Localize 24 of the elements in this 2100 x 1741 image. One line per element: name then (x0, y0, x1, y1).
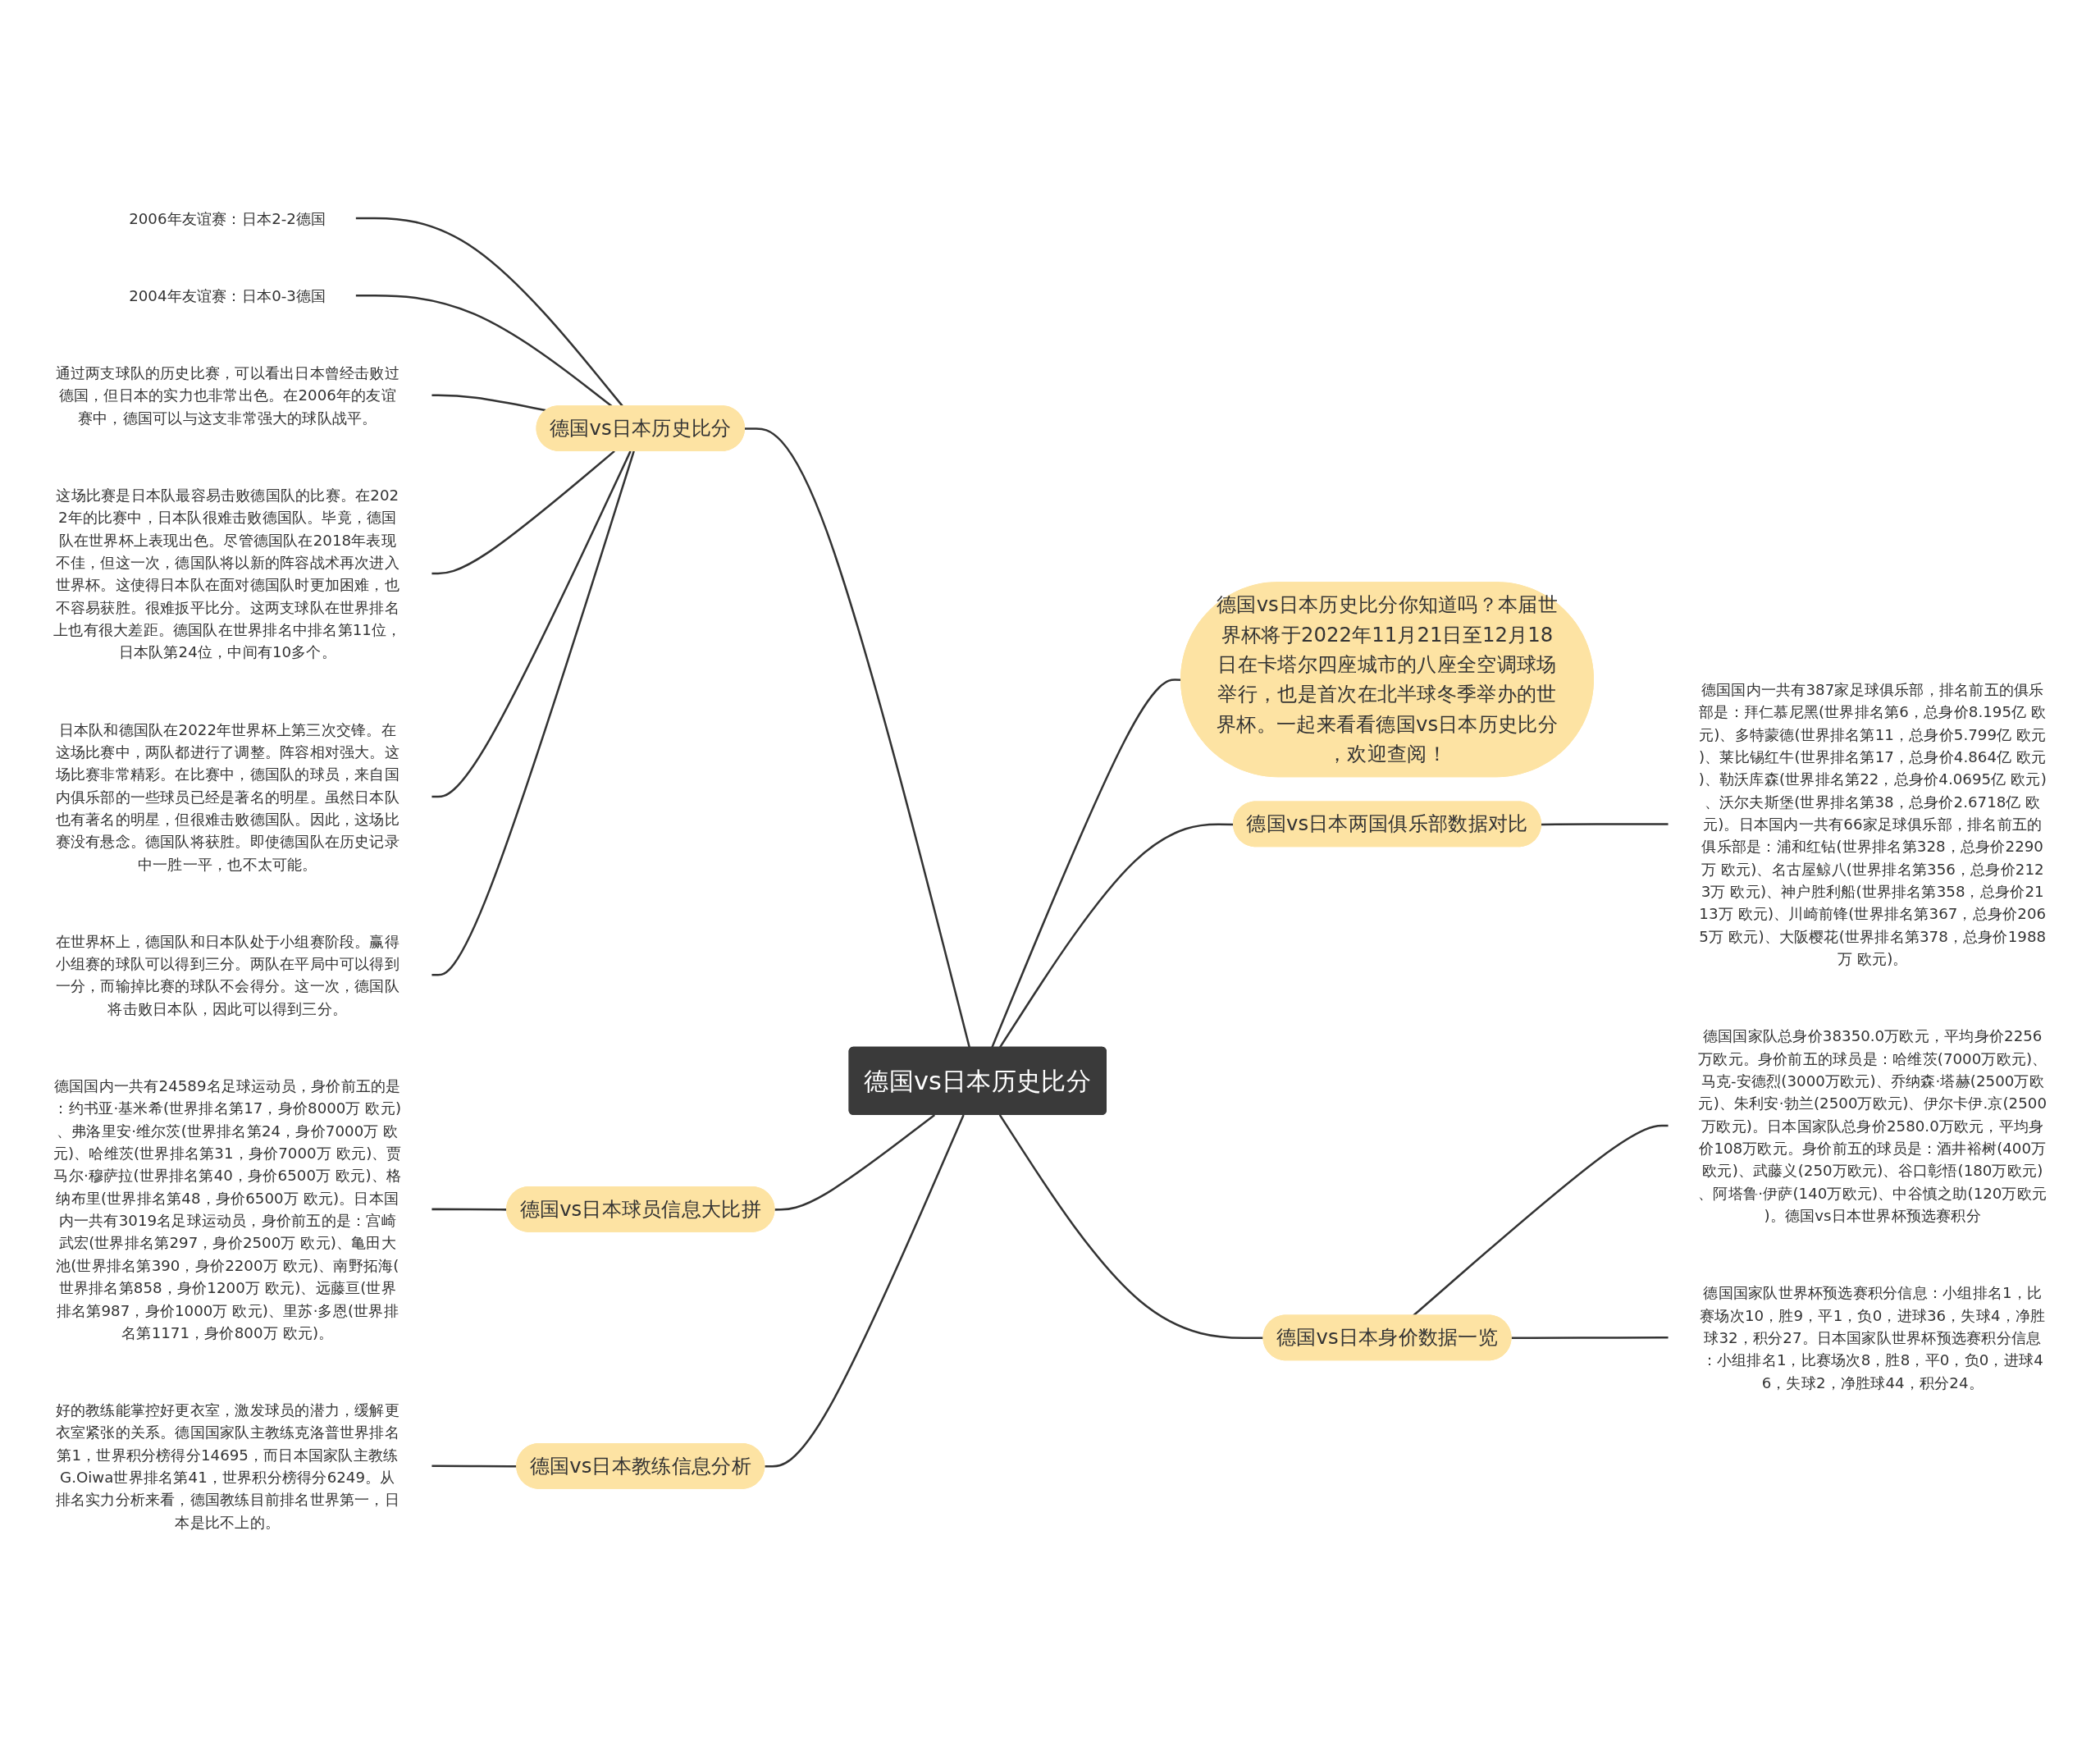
connector (355, 295, 613, 408)
node-text: 2006年友谊赛：日本2-2德国 (129, 209, 326, 228)
connector (1541, 823, 1669, 826)
node-text: 这场比赛是日本队最容易击败德国队的比赛。在2022年的比赛中，日本队很难击败德国队。毕竟，德国队在世界杯上表现出色。尽管德国队在2018年表现不佳，但这一次，德国队将以新的阵容战术再次进入世界杯。这使得日本队在面对德国队时更加困难，也不容易获胜。很难扳平比分。这两支球队在世界排名上也有很大差距。德国队在世界排名中排名第11位，日本队第24位，中间有10多个。 (53, 487, 402, 661)
node-text: 通过两支球队的历史比赛，可以看出日本曾经击败过德国，但日本的实力也非常出色。在2006年的友谊赛中，德国可以与这支非常强大的球队战平。 (55, 364, 399, 427)
node-text: 德国国家队世界杯预选赛积分信息：小组排名1，比赛场次10，胜9，平1，负0，进球36，失球4，净胜球32，积分27。日本国家队世界杯预选赛积分信息：小组排名1，比赛场次8，胜8，平0，负0，进球46，失球2，净胜球44，积分24。 (1700, 1284, 2046, 1392)
connector (1413, 1125, 1669, 1317)
node-text: 在世界杯上，德国队和日本队处于小组赛阶段。赢得小组赛的球队可以得到三分。两队在平局中可以得到一分，而输掉比赛的球队不会得分。这一次，德国队将击败日本队，因此可以得到三分。 (55, 932, 399, 1018)
connector (431, 450, 632, 798)
connector (1511, 1337, 1669, 1340)
connector (431, 450, 615, 575)
connector (431, 450, 635, 976)
connector (355, 217, 623, 408)
node-text: 德国国家队总身价38350.0万欧元，平均身价2256万欧元。身价前五的球员是：哈维茨(7000万欧元)、马克-安德烈(3000万欧元)、乔纳森·塔赫(2500万欧元)、朱利安·勃兰(2500万欧元)、伊尔卡伊.京(2500万欧元)。日本国家队总身价2580.0万欧元，平均身价108万欧元。身价前五的球员是：酒井裕树(400万欧元)、武藤义(250万欧元)、谷口彰悟(180万欧元)、阿塔鲁·伊萨(140万欧元)、中谷慎之助(120万欧元)。德国vs日本世界杯预选赛积分 (1698, 1027, 2048, 1225)
node-text: 德国国内一共有387家足球俱乐部，排名前五的俱乐部是：拜仁慕尼黑(世界排名第6，总身价8.195亿 欧元)、多特蒙德(世界排名第11，总身价5.799亿 欧元)、莱比锡红牛(世界排名第17，总身价4.864亿 欧元)、勒沃库森(世界排名第22，总身价4.0695亿 欧元)、沃尔夫斯堡(世界排名第38，总身价2.6718亿 欧元)。日本国内一共有66家足球俱乐部，排名前五的俱乐部是：浦和红钻(世界排名第328，总身价2290万 欧元)、名古屋鲸八(世界排名第356，总身价2123万 欧元)、神户胜利船(世界排名第358，总身价2113万 欧元)、川崎前锋(世界排名第367，总身价2065万 欧元)、大阪樱花(世界排名第378，总身价1988万 欧元)。 (1698, 681, 2047, 968)
connector (774, 1114, 936, 1212)
connector (998, 1114, 1264, 1340)
node-text: 2004年友谊赛：日本0-3德国 (129, 286, 326, 305)
node-text: 好的教练能掌控好更衣室，激发球员的潜力，缓解更衣室紧张的关系。德国国家队主教练克洛普世界排名第1，世界积分榜得分14695，而日本国家队主教练G.Oiwa世界排名第41，世界积分榜得分6249。从排名实力分析来看，德国教练目前排名世界第一，日本是比不上的。 (55, 1401, 399, 1532)
node-text: 日本队和德国队在2022年世界杯上第三次交锋。在这场比赛中，两队都进行了调整。阵容相对强大。这场比赛非常精彩。在比赛中，德国队的球员，来自国内俱乐部的一些球员已经是著名的明星。虽然日本队也有著名的明星，但很难击败德国队。因此，这场比赛没有悬念。德国队将获胜。即使德国队在历史记录中一胜一平，也不太可能。 (55, 720, 399, 874)
connector (744, 427, 971, 1049)
connector (431, 394, 547, 412)
connector (765, 1114, 965, 1468)
node-text: 德国国内一共有24589名足球运动员，身价前五的是：约书亚·基米希(世界排名第17，身价8000万 欧元)、弗洛里安·维尔茨(世界排名第24，身价7000万 欧元)、哈维茨(世界排名第31，身价7000万 欧元)、贾马尔·穆萨拉(世界排名第40，身价6500万 欧元)、格纳布里(世界排名第48，身价6500万 欧元)。日本国内一共有3019名足球运动员，身价前五的是：宫崎武宏(世界排名第297，身价2500万 欧元)、亀田大池(世界排名第390，身价2200万 欧元)、南野拓海(世界排名第858，身价1200万 欧元)、远藤亘(世界排名第987，身价1000万 欧元)、里苏·多恩(世界排名第1171，身价800万 欧元)。 (52, 1077, 402, 1342)
